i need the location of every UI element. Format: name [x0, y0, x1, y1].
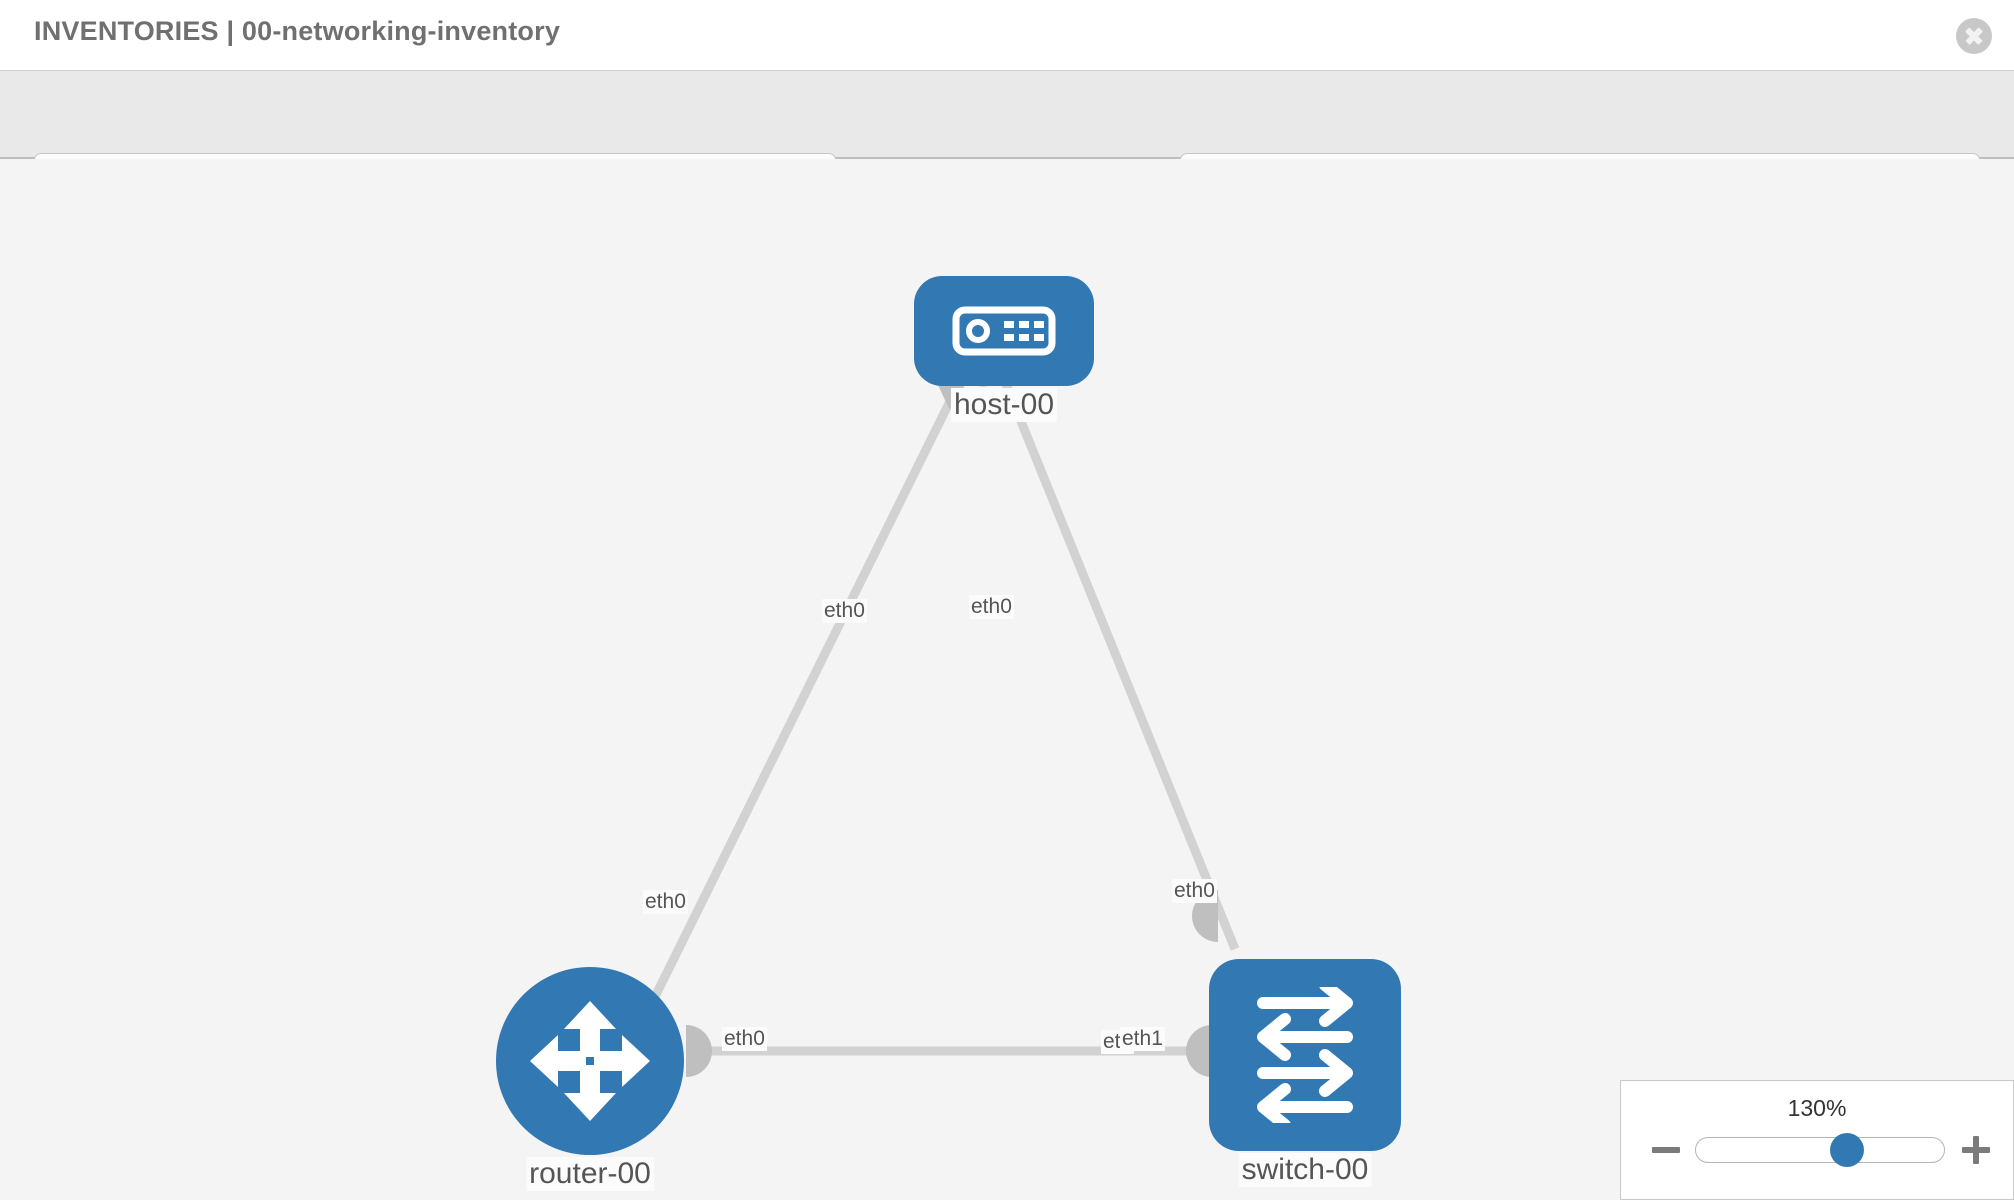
close-icon[interactable] — [1956, 18, 1992, 54]
router-node-shape[interactable] — [496, 967, 684, 1155]
interface-stub-switch00-top — [1192, 890, 1218, 942]
node-label-router-00: router-00 — [526, 1157, 654, 1191]
interface-stub-router00-right — [686, 1025, 712, 1077]
interface-label: eth0 — [969, 595, 1014, 619]
zoom-control-panel: 130% — [1620, 1080, 2014, 1200]
page-title: INVENTORIES | 00-networking-inventory — [34, 16, 561, 46]
topology-canvas[interactable]: host-00 — [0, 159, 2014, 1200]
interface-stub-switch00-left — [1186, 1025, 1212, 1077]
zoom-in-button[interactable] — [1961, 1135, 1991, 1165]
zoom-slider-track[interactable] — [1695, 1133, 1945, 1167]
zoom-out-button[interactable] — [1651, 1135, 1681, 1165]
node-label-switch-00: switch-00 — [1238, 1153, 1372, 1187]
interface-label: eth1 — [1120, 1027, 1165, 1051]
server-icon — [952, 306, 1056, 356]
zoom-level-value: 130% — [1787, 1095, 1847, 1121]
interface-label: eth0 — [722, 1027, 767, 1051]
interface-label: eth0 — [1172, 879, 1217, 903]
topology-node-switch-00[interactable]: switch-00 — [1209, 959, 1401, 1187]
router-arrows-icon — [530, 1001, 650, 1121]
topology-graph: host-00 — [0, 159, 2014, 1200]
switch-arrows-icon — [1257, 987, 1353, 1123]
switch-node-shape[interactable] — [1209, 959, 1401, 1151]
link-host00-switch00 — [998, 375, 1240, 951]
topology-toolbar: ACTIONS SEARCH — [0, 70, 2014, 206]
topology-node-router-00[interactable]: router-00 — [496, 967, 684, 1191]
interface-label: eth0 — [643, 890, 688, 914]
link-host00-router00 — [635, 375, 967, 1029]
node-label-host-00: host-00 — [950, 388, 1058, 422]
page-header: INVENTORIES | 00-networking-inventory — [0, 0, 2014, 70]
interface-label: eth0 — [822, 599, 867, 623]
host-node-shape[interactable] — [914, 276, 1094, 386]
zoom-slider-thumb[interactable] — [1830, 1133, 1865, 1167]
topology-node-host-00[interactable]: host-00 — [914, 276, 1094, 422]
